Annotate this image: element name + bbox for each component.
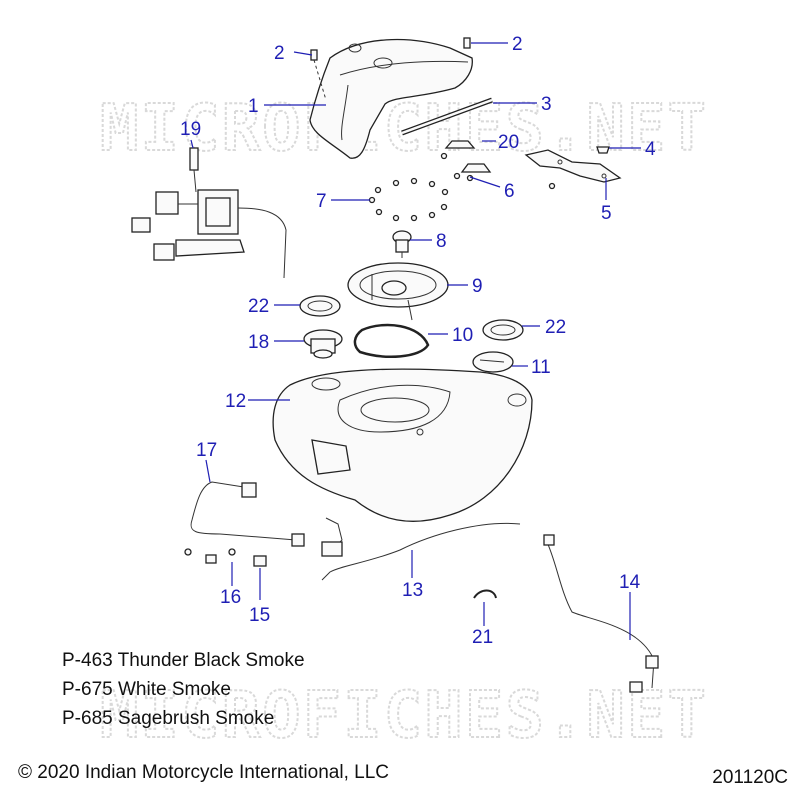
vent-tube-part: [321, 517, 521, 581]
callout-10: 10: [452, 325, 473, 346]
callout-17: 17: [196, 440, 217, 461]
callout-6: 6: [504, 181, 515, 202]
watermark-top: MICROFICHES.NET: [100, 92, 708, 166]
copyright-notice: © 2020 Indian Motorcycle International, …: [18, 762, 389, 783]
seal-strip-part: [401, 97, 493, 136]
callout-2-left: 2: [274, 43, 285, 64]
callout-11: 11: [531, 357, 551, 378]
clip-part: [444, 140, 492, 173]
callout-8: 8: [436, 231, 447, 252]
callout-1: 1: [248, 96, 259, 117]
callout-19: 19: [180, 119, 201, 140]
console-cover-part: [309, 38, 473, 159]
fuel-pump-part: [131, 147, 287, 279]
leader-lines: [190, 42, 641, 640]
callout-20: 20: [498, 132, 519, 153]
callout-4: 4: [645, 139, 656, 160]
clamp-part: [473, 589, 497, 599]
callout-3: 3: [541, 94, 552, 115]
fuel-tank-part: [272, 368, 533, 522]
callout-21: 21: [472, 627, 493, 648]
callout-16: 16: [220, 587, 241, 608]
callout-13: 13: [402, 580, 423, 601]
cap-screw-part: [596, 146, 610, 154]
tube-14-part: [543, 534, 659, 693]
callout-7: 7: [316, 191, 327, 212]
grommet-left-part: [299, 295, 341, 317]
watermark-bottom: MICROFICHES.NET: [100, 679, 708, 753]
paint-code-2: P-675 White Smoke: [62, 679, 231, 700]
callout-22-right: 22: [545, 317, 566, 338]
callout-18: 18: [248, 332, 269, 353]
hose-17-part: [190, 481, 305, 547]
filler-cap-part: [303, 329, 343, 359]
callout-22-left: 22: [248, 296, 269, 317]
callout-12: 12: [225, 391, 246, 412]
small-screws-part: [440, 152, 556, 190]
callout-14: 14: [619, 572, 641, 593]
figure-id: 201120C: [712, 767, 788, 788]
bolt-ring-part: [368, 177, 449, 222]
callout-15: 15: [249, 605, 270, 626]
callout-9: 9: [472, 276, 483, 297]
callout-labels: 1 2 2 3 4 5 6 7 8 9 10 11 12 13 14 15 16…: [180, 34, 656, 648]
paint-code-1: P-463 Thunder Black Smoke: [62, 650, 305, 671]
fuel-sensor-part: [392, 230, 412, 258]
callout-2-right: 2: [512, 34, 523, 55]
bracket-part: [524, 149, 622, 183]
grommet-right-part: [482, 319, 524, 341]
fitting-part: [184, 548, 267, 567]
paint-code-3: P-685 Sagebrush Smoke: [62, 708, 275, 729]
gasket-part: [353, 323, 430, 358]
callout-5: 5: [601, 203, 612, 224]
pump-flange-part: [347, 262, 449, 321]
plate-part: [472, 351, 514, 373]
